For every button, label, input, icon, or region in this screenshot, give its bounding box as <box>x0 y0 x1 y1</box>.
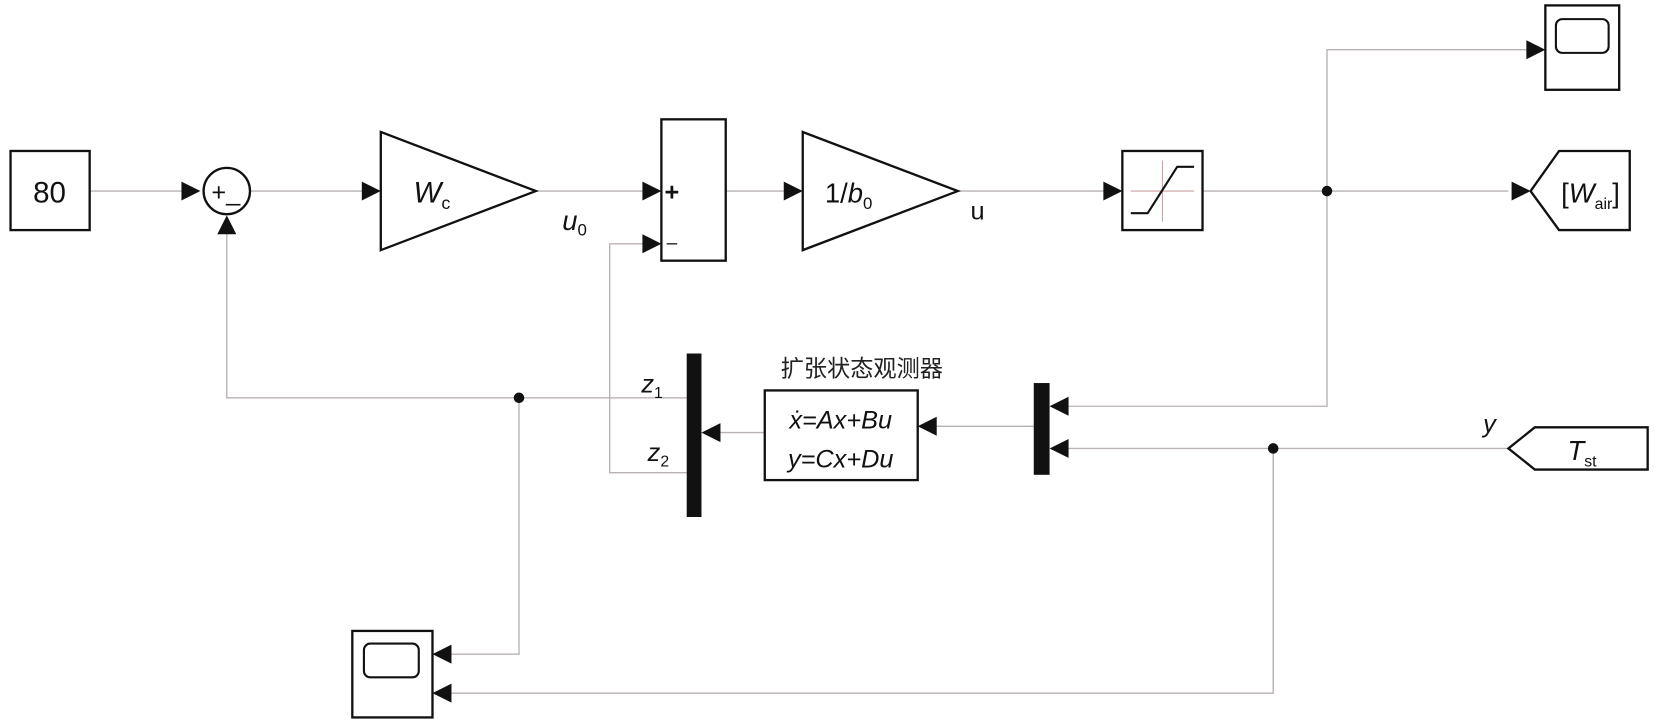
eso-equation-2: y=Cx+Du <box>786 445 893 473</box>
goto-wair-block[interactable]: [Wair] <box>1529 149 1631 232</box>
plus-sign: + <box>665 179 680 207</box>
gain-wc-block[interactable]: Wc <box>379 130 540 252</box>
z1-label: z1 <box>640 371 663 402</box>
u0-label: u0 <box>562 205 587 239</box>
signal-lines <box>89 49 1530 694</box>
scope-block-1[interactable] <box>1544 4 1621 91</box>
svg-text:1/b0: 1/b0 <box>825 178 872 213</box>
eso-state-space-block[interactable]: 扩张状态观测器 ẋ=Ax+Bu y=Cx+Du <box>763 356 943 482</box>
u-label: u <box>970 198 984 226</box>
gain-b0-block[interactable]: 1/b0 <box>801 130 962 252</box>
constant-value: 80 <box>33 177 66 210</box>
from-tst-block[interactable]: Tst <box>1506 426 1649 471</box>
y-label: y <box>1481 411 1497 439</box>
z2-label: z2 <box>647 439 669 470</box>
eso-equation-1: ẋ=Ax+Bu <box>787 406 892 434</box>
svg-text:Tst: Tst <box>1568 435 1598 470</box>
scope-block-2[interactable] <box>351 629 434 719</box>
sum-block-2[interactable]: + – <box>660 118 727 262</box>
svg-text:[Wair]: [Wair] <box>1561 178 1620 213</box>
mux-block[interactable] <box>1033 383 1050 475</box>
eso-title: 扩张状态观测器 <box>781 356 943 383</box>
scope-icon <box>1554 18 1610 54</box>
scope-icon <box>362 642 420 679</box>
arrowheads <box>181 40 1546 703</box>
saturation-icon <box>1130 160 1195 222</box>
constant-block[interactable]: 80 <box>9 149 91 232</box>
sum-block-1[interactable]: +_ <box>202 166 252 216</box>
demux-block[interactable] <box>686 353 702 518</box>
svg-text:Wc: Wc <box>414 177 451 213</box>
minus-sign: – <box>667 233 678 254</box>
sum-signs: +_ <box>211 179 241 207</box>
saturation-block[interactable] <box>1121 149 1204 232</box>
